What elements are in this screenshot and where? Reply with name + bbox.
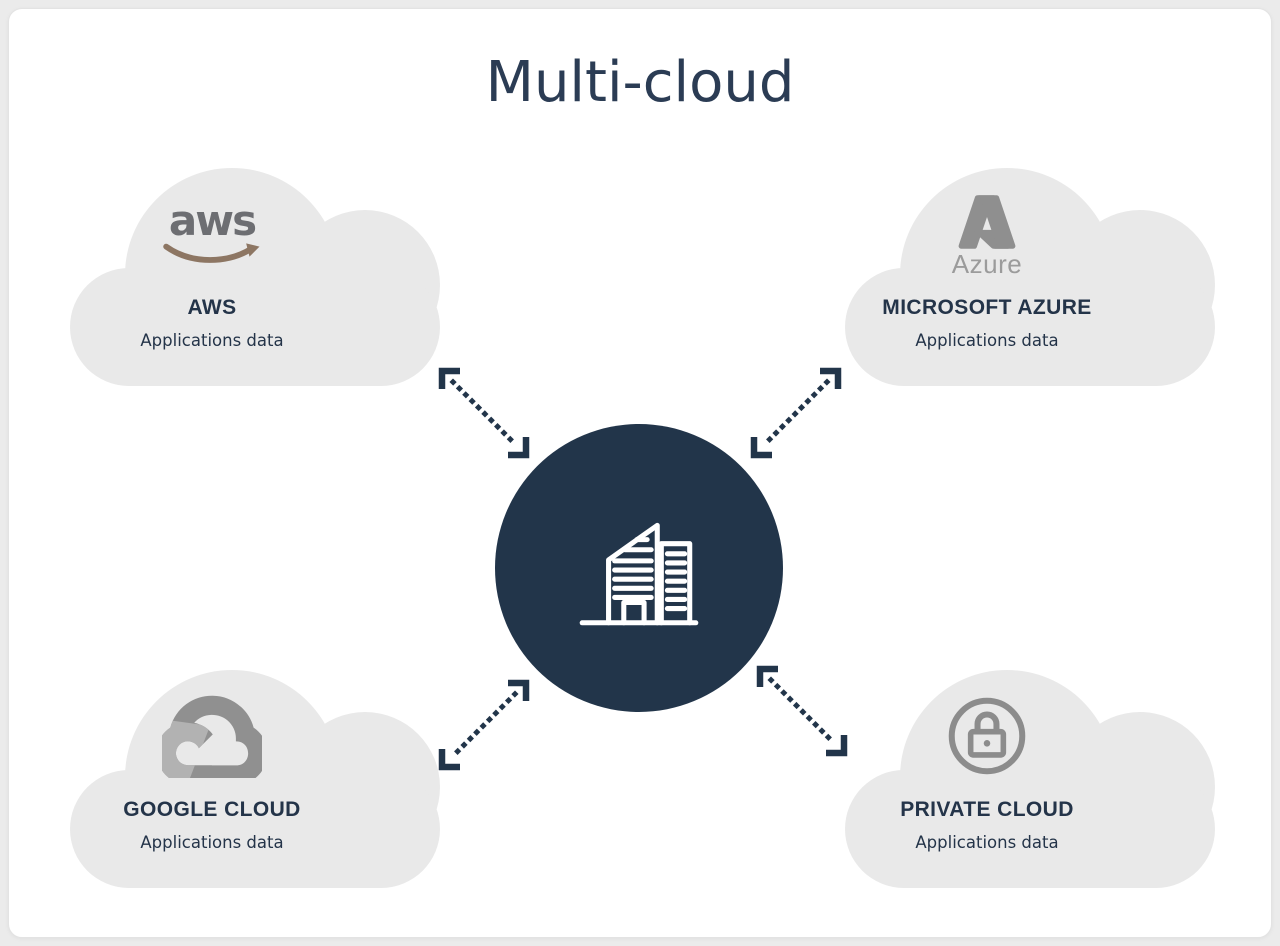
cloud-shape	[845, 770, 1215, 888]
aws-logo: aws	[70, 182, 354, 286]
diagram-title: Multi-cloud	[485, 50, 795, 115]
cloud-node-google: GOOGLE CLOUD Applications data	[70, 670, 440, 888]
sync-arrow-azure-icon	[750, 367, 842, 459]
cloud-name-label: GOOGLE CLOUD	[123, 798, 301, 821]
central-hub-node	[495, 424, 783, 712]
cloud-subtitle-label: Applications data	[140, 331, 284, 350]
enterprise-building-icon	[579, 522, 699, 626]
cloud-node-aws: aws AWS Applications data	[70, 168, 440, 386]
cloud-subtitle-label: Applications data	[915, 833, 1059, 852]
cloud-subtitle-label: Applications data	[915, 331, 1059, 350]
cloud-shape	[845, 268, 1215, 386]
aws-smile-icon	[163, 243, 260, 263]
cloud-shape	[70, 770, 440, 888]
sync-arrow-aws-icon	[438, 367, 530, 459]
google-cloud-logo	[70, 684, 354, 788]
cloud-shape	[70, 268, 440, 386]
cloud-name-label: MICROSOFT AZURE	[882, 296, 1092, 319]
google-cloud-icon	[162, 695, 262, 778]
azure-a-icon	[958, 195, 1016, 249]
sync-arrow-google-icon	[438, 679, 530, 771]
azure-logo-word: Azure	[951, 249, 1023, 279]
cloud-node-azure: Azure MICROSOFT AZURE Applications data	[845, 168, 1215, 386]
cloud-subtitle-label: Applications data	[140, 833, 284, 852]
aws-logo-word: aws	[168, 196, 257, 246]
cloud-name-label: PRIVATE CLOUD	[900, 798, 1074, 821]
azure-logo: Azure	[845, 182, 1129, 286]
cloud-name-label: AWS	[187, 296, 237, 319]
cloud-node-private: PRIVATE CLOUD Applications data	[845, 670, 1215, 888]
padlock-icon	[948, 697, 1026, 775]
sync-arrow-private-icon	[756, 665, 848, 757]
private-cloud-logo	[845, 684, 1129, 788]
